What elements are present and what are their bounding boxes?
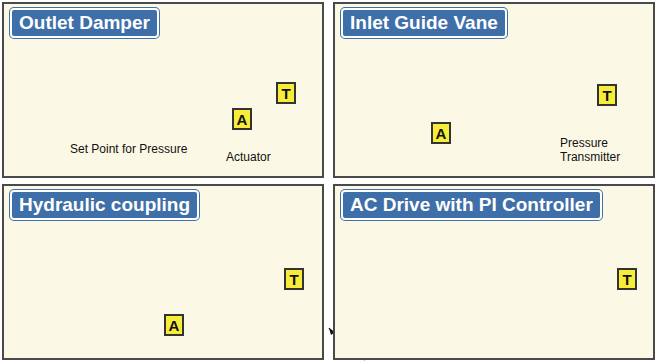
panel-title: Inlet Guide Vane	[341, 8, 507, 38]
instrument-box: A	[164, 314, 184, 336]
instrument-box: T	[276, 82, 296, 104]
panel-title: AC Drive with PI Controller	[341, 190, 602, 220]
instrument-letter: T	[602, 87, 611, 104]
instrument-letter: A	[237, 111, 248, 128]
callout-label: Set Point for Pressure	[70, 142, 190, 156]
instrument-letter: A	[169, 317, 180, 334]
callout-label: Actuator	[226, 150, 306, 164]
instrument-letter: A	[436, 125, 447, 142]
panel: AC Drive with PI ControllerT	[333, 184, 655, 360]
panel-title: Hydraulic coupling	[10, 190, 199, 220]
instrument-letter: T	[622, 271, 631, 288]
instrument-letter: T	[281, 85, 290, 102]
instrument-box: T	[597, 84, 617, 106]
instrument-box: T	[617, 268, 637, 290]
instrument-letter: T	[289, 271, 298, 288]
instrument-box: T	[284, 268, 304, 290]
instrument-box: A	[232, 108, 252, 130]
callout-label: Pressure Transmitter	[560, 136, 650, 165]
panel: Hydraulic couplingA T	[2, 184, 324, 360]
panel-title: Outlet Damper	[10, 8, 159, 38]
instrument-box: A	[431, 122, 451, 144]
